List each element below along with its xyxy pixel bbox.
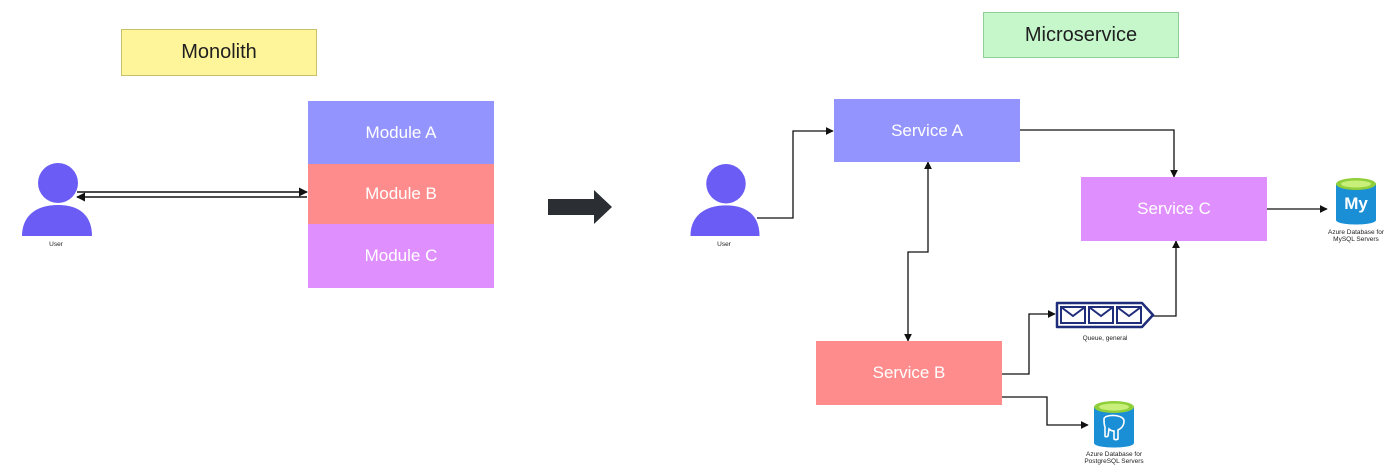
monolith-title: Monolith <box>121 29 317 76</box>
user-to-service-a-connector <box>757 127 834 219</box>
queue-label: Queue, general <box>1082 335 1128 342</box>
service-c: Service C <box>1081 177 1267 241</box>
service-b-to-postgres-connector <box>1001 396 1089 429</box>
service-b-to-queue-connector <box>1001 310 1056 375</box>
postgres-label: Azure Database for PostgreSQL Servers <box>1084 451 1144 466</box>
module-c-label: Module C <box>364 246 438 265</box>
service-a: Service A <box>834 99 1020 162</box>
user-icon <box>22 163 92 236</box>
monolith-user: User <box>20 161 92 248</box>
service-a-label: Service A <box>891 120 963 140</box>
mysql-database-icon <box>1336 178 1376 225</box>
module-a: Module A <box>308 101 494 164</box>
microservice-title-text: Microservice <box>1024 23 1138 46</box>
module-b: Module B <box>308 164 494 224</box>
microservice-user: User <box>688 162 760 248</box>
module-c: Module C <box>308 224 494 288</box>
microservice-title: Microservice <box>983 12 1179 58</box>
postgres-database: Azure Database for PostgreSQL Servers <box>1076 399 1152 471</box>
user-icon <box>690 163 760 237</box>
service-b: Service B <box>816 341 1002 405</box>
service-a-service-b-connector <box>904 161 932 342</box>
monolith-title-text: Monolith <box>181 41 257 63</box>
monolith-user-label: User <box>49 241 63 248</box>
queue-to-service-c-connector <box>1153 240 1180 317</box>
postgresql-database-icon <box>1094 401 1134 448</box>
module-b-label: Module B <box>365 184 437 203</box>
service-c-label: Service C <box>1137 199 1211 218</box>
service-a-to-service-c-connector <box>1019 129 1178 178</box>
mysql-database: My Azure Database for MySQL Servers <box>1318 176 1394 246</box>
module-a-label: Module A <box>365 122 437 142</box>
arrow-right-icon <box>548 190 612 224</box>
microservice-user-label: User <box>717 241 731 248</box>
queue: Queue, general <box>1054 300 1156 342</box>
queue-icon <box>1055 301 1155 329</box>
mysql-label: Azure Database for MySQL Servers <box>1327 229 1384 244</box>
service-b-label: Service B <box>872 363 946 382</box>
mysql-glyph: My <box>1344 194 1368 213</box>
